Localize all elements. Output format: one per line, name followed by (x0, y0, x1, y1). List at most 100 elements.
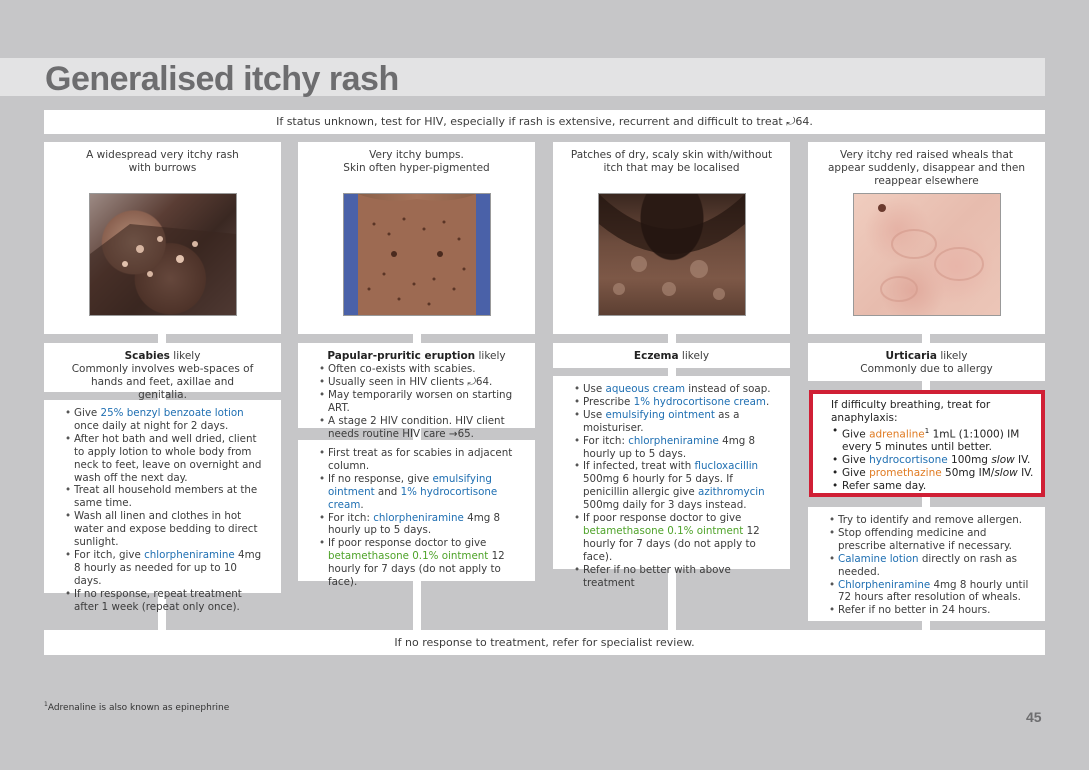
list-item: Stop offending medicine and prescribe al… (829, 527, 1031, 553)
drug-name: chlorpheniramine (628, 434, 719, 447)
connector (922, 620, 930, 631)
alert-heading: If difficulty breathing, treat for anaph… (831, 399, 991, 424)
diagnosis-name: Papular-pruritic eruption (327, 350, 476, 362)
papular-pruritic-photo-art (357, 194, 476, 315)
urticaria-treatment: Try to identify and remove allergen. Sto… (808, 507, 1045, 621)
drug-name: emulsifying ointment (605, 408, 715, 421)
arrow-right-icon: → (448, 427, 458, 440)
description-line: Very itchy red raised wheals that (839, 149, 1014, 161)
hiv-test-note: If status unknown, test for HIV, especia… (44, 110, 1045, 134)
list-item: Usually seen in HIV clients ⤾64. (319, 375, 527, 389)
eczema-description: Patches of dry, scaly skin with/without … (553, 149, 790, 175)
drug-name: adrenaline (869, 428, 925, 441)
list-item: Often co-exists with scabies. (319, 363, 527, 376)
diagnosis-name: Urticaria (885, 350, 938, 362)
description-line: Very itchy bumps. (369, 149, 464, 161)
list-item: Prescribe 1% hydrocortisone cream. (574, 395, 776, 409)
features-list: Often co-exists with scabies. Usually se… (298, 363, 535, 440)
drug-name: Calamine lotion (838, 552, 919, 565)
drug-name: 25% benzyl benzoate lotion (100, 407, 244, 419)
eczema-photo (597, 193, 746, 316)
list-item: If poor response doctor to give betameth… (319, 537, 515, 589)
list-item: After hot bath and well dried, client to… (65, 433, 263, 485)
drug-name: emulsifying ointment (328, 472, 492, 498)
list-item: Refer same day. (832, 480, 1035, 493)
page-ref-icon: ⤾ (467, 375, 476, 388)
hiv-test-note-text: If status unknown, test for HIV, especia… (276, 115, 787, 128)
connector (413, 334, 421, 344)
footnote-marker: 1 (924, 426, 930, 435)
treatment-list: Use aqueous cream instead of soap. Presc… (553, 376, 790, 590)
drug-name: 1% hydrocortisone cream (633, 395, 766, 408)
drug-name: betamethasone 0.1% ointment (583, 524, 744, 537)
drug-name: hydrocortisone (869, 454, 948, 467)
title-band (0, 58, 1045, 96)
treatment-list: Give 25% benzyl benzoate lotion once dai… (44, 400, 281, 614)
scabies-photo (88, 193, 237, 316)
list-item: Calamine lotion directly on rash as need… (829, 552, 1031, 579)
diagnosis-sub: Commonly due to allergy (860, 363, 993, 375)
list-item: Give hydrocortisone 100mg slow IV. (832, 454, 1035, 467)
drug-name: flucloxacillin (694, 460, 759, 473)
description-line: reappear elsewhere (874, 175, 979, 187)
list-item: A stage 2 HIV condition. HIV client need… (319, 415, 527, 441)
papular-pruritic-diagnosis: Papular-pruritic eruption likely Often c… (298, 343, 535, 440)
page-number: 45 (1026, 709, 1042, 725)
scabies-description: A widespread very itchy rash with burrow… (44, 149, 281, 175)
eczema-photo-art (598, 194, 745, 300)
diagnosis-sub: Commonly involves web-spaces of hands an… (71, 363, 254, 401)
urticaria-card: Very itchy red raised wheals that appear… (808, 142, 1045, 334)
description-line: A widespread very itchy rash (86, 149, 239, 161)
list-item: First treat as for scabies in adjacent c… (319, 447, 515, 473)
page-ref-icon: ⤾ (786, 115, 796, 128)
description-line: Skin often hyper-pigmented (343, 162, 490, 174)
likely-label: likely (937, 350, 968, 362)
scabies-photo-art (89, 224, 236, 315)
diagnosis-name: Eczema (633, 350, 679, 362)
list-item: If poor response doctor to give betameth… (574, 512, 776, 564)
papular-pruritic-description: Very itchy bumps. Skin often hyper-pigme… (298, 149, 535, 175)
drug-name: chlorpheniramine (144, 548, 235, 561)
connector (922, 380, 930, 392)
alert-list: Give adrenaline1 1mL (1:1000) IM every 5… (831, 425, 1035, 493)
eczema-treatment: Use aqueous cream instead of soap. Presc… (553, 376, 790, 589)
connector (158, 334, 166, 344)
list-item: May temporarily worsen on starting ART. (319, 389, 527, 415)
hiv-test-note-ref: 64. (795, 115, 813, 128)
footnote-text: Adrenaline is also known as epinephrine (47, 703, 230, 713)
likely-label: likely (169, 350, 201, 362)
specialist-referral-note: If no response to treatment, refer for s… (44, 630, 1045, 655)
footnote-marker: 1 (44, 701, 48, 708)
drug-name: aqueous cream (605, 383, 686, 395)
urticaria-description: Very itchy red raised wheals that appear… (808, 149, 1045, 188)
drug-name: chlorpheniramine (373, 511, 464, 524)
eczema-card: Patches of dry, scaly skin with/without … (553, 142, 790, 334)
connector (922, 495, 930, 509)
list-item: Use emulsifying ointment as a moisturise… (574, 408, 776, 435)
connector (922, 334, 930, 344)
urticaria-photo (852, 193, 1001, 316)
list-item: Refer if no better in 24 hours. (829, 604, 1031, 617)
list-item: Use aqueous cream instead of soap. (574, 383, 776, 396)
list-item: Give promethazine 50mg IM/slow IV. (832, 467, 1035, 480)
list-item: For itch: chlorpheniramine 4mg 8 hourly … (574, 434, 776, 461)
anaphylaxis-alert: If difficulty breathing, treat for anaph… (809, 390, 1045, 497)
list-item: Treat all household members at the same … (65, 484, 263, 510)
list-item: Refer if no better with above treatment (574, 564, 776, 590)
connector (668, 334, 676, 344)
eczema-diagnosis: Eczema likely (553, 343, 790, 368)
description-line: itch that may be localised (603, 162, 740, 174)
papular-pruritic-photo (342, 193, 491, 316)
scabies-card: A widespread very itchy rash with burrow… (44, 142, 281, 334)
treatment-list: First treat as for scabies in adjacent c… (298, 440, 535, 589)
page-title: Generalised itchy rash (45, 60, 399, 98)
list-item: Give 25% benzyl benzoate lotion once dai… (65, 407, 263, 433)
drug-name: betamethasone 0.1% ointment (328, 550, 489, 563)
drug-name: promethazine (869, 467, 942, 480)
description-line: Patches of dry, scaly skin with/without (570, 149, 773, 161)
urticaria-diagnosis: Urticaria likely Commonly due to allergy (808, 343, 1045, 381)
list-item: If no response, give emulsifying ointmen… (319, 472, 515, 512)
description-line: appear suddenly, disappear and then (827, 162, 1026, 174)
papular-pruritic-card: Very itchy bumps. Skin often hyper-pigme… (298, 142, 535, 334)
treatment-list: Try to identify and remove allergen. Sto… (808, 507, 1045, 617)
